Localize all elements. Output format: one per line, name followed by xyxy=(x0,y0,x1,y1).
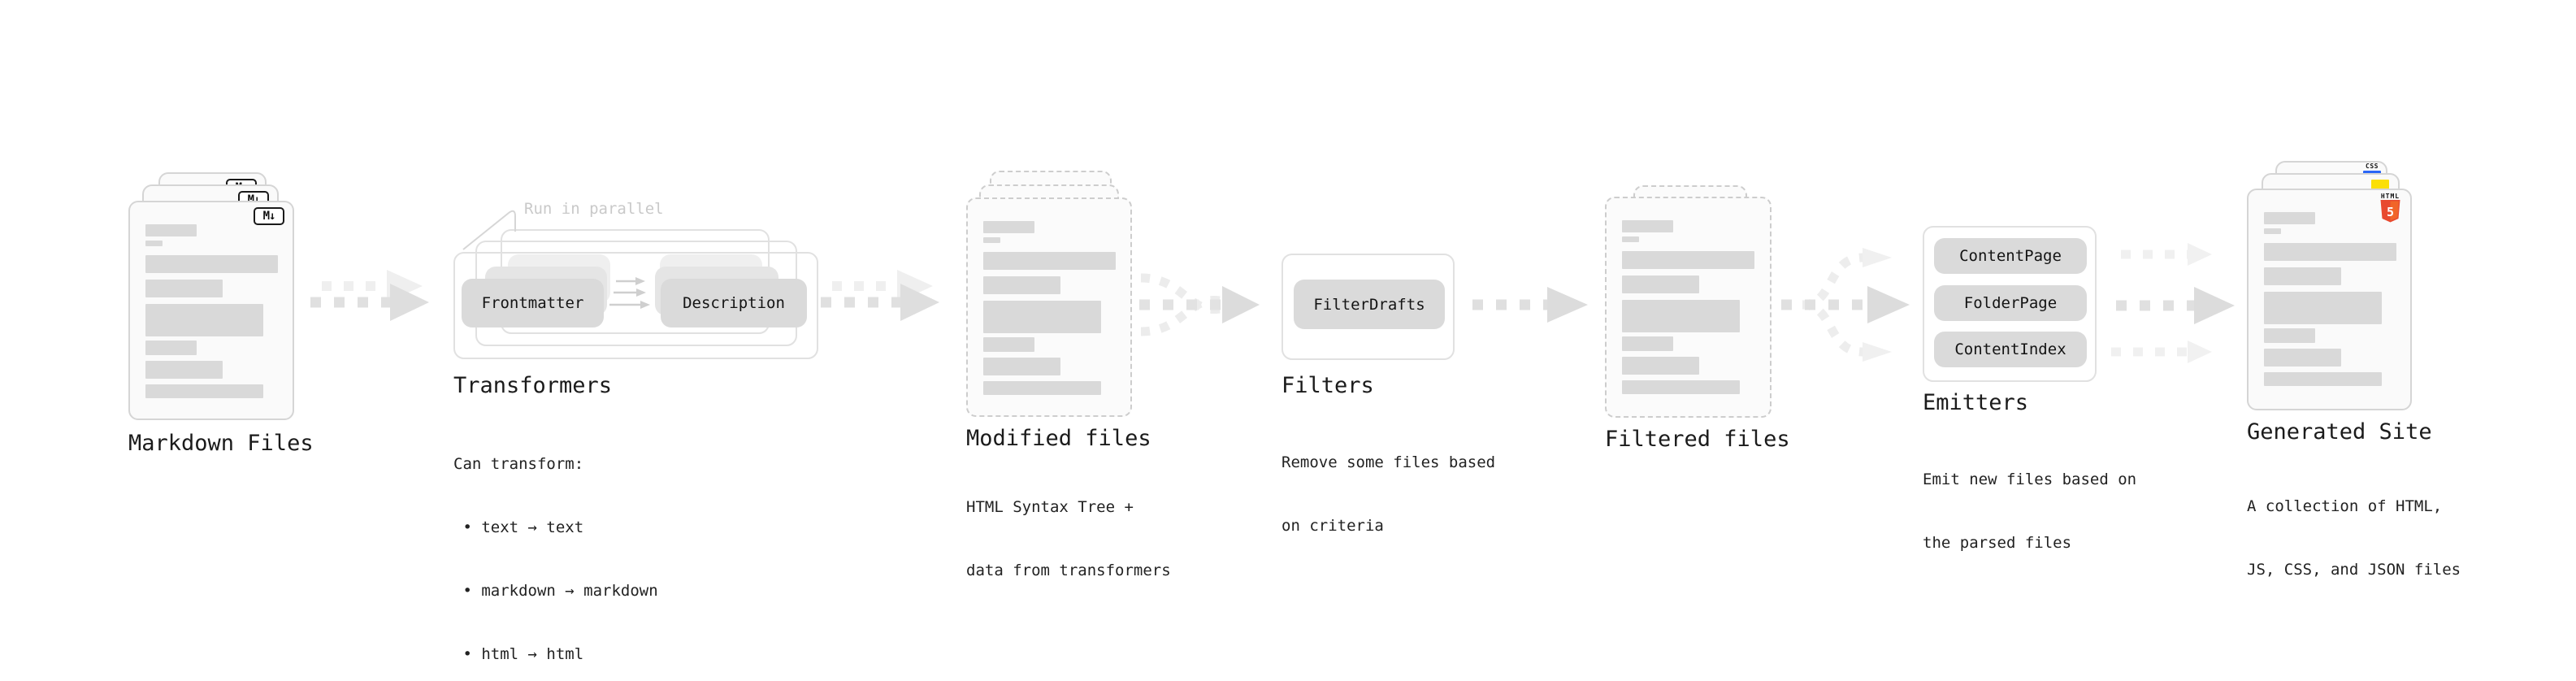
skeleton-line xyxy=(1622,300,1740,332)
skeleton-line xyxy=(1622,357,1699,375)
markdown-document-card: M↓ xyxy=(128,201,294,420)
description-line: A collection of HTML, xyxy=(2247,497,2443,515)
description-line: Can transform: xyxy=(453,455,584,473)
skeleton-line xyxy=(983,252,1116,270)
flow-arrow-merge-to-filters xyxy=(1139,273,1260,336)
skeleton-line xyxy=(2264,372,2382,386)
generated-site-description: A collection of HTML, JS, CSS, and JSON … xyxy=(2247,453,2461,622)
filtered-document-card xyxy=(1605,197,1772,418)
html5-icon: HTML 5 xyxy=(2379,193,2401,226)
flow-arrows-emitters-to-generated xyxy=(2111,243,2235,363)
skeleton-line xyxy=(2264,212,2315,224)
skeleton-line xyxy=(1622,380,1740,394)
skeleton-line xyxy=(1622,220,1673,232)
document-skeleton-lines xyxy=(1622,220,1754,394)
description-line: • markdown → markdown xyxy=(453,582,658,600)
js-icon xyxy=(2371,180,2389,190)
skeleton-line xyxy=(983,237,1000,243)
skeleton-line xyxy=(983,221,1034,233)
generated-site-label: Generated Site xyxy=(2247,419,2432,445)
emitter-folderpage-pill: FolderPage xyxy=(1934,285,2087,321)
emitters-box xyxy=(1923,226,2097,382)
css-icon: CSS xyxy=(2363,163,2381,174)
skeleton-line xyxy=(2264,267,2341,285)
markdown-icon: M↓ xyxy=(254,207,284,225)
emitters-label: Emitters xyxy=(1923,390,2029,415)
parallel-run-box xyxy=(453,252,818,359)
skeleton-line xyxy=(2264,349,2341,367)
description-line: data from transformers xyxy=(966,562,1171,579)
skeleton-line xyxy=(1622,251,1754,269)
css-icon-text: CSS xyxy=(2366,163,2379,170)
skeleton-line xyxy=(145,255,278,273)
html5-icon-word: HTML xyxy=(2380,193,2400,200)
skeleton-line xyxy=(983,358,1060,375)
transformers-label: Transformers xyxy=(453,373,613,398)
generated-document-card: HTML 5 xyxy=(2247,189,2412,410)
transformers-description: Can transform: • text → text • markdown … xyxy=(453,411,658,681)
html5-icon-number: 5 xyxy=(2387,205,2394,219)
skeleton-line xyxy=(145,280,223,297)
filtered-files-label: Filtered files xyxy=(1605,427,1790,452)
flow-arrow-markdown-to-transformers xyxy=(310,270,429,321)
description-line: HTML Syntax Tree + xyxy=(966,498,1134,516)
filters-description: Remove some files based on criteria xyxy=(1281,410,1495,579)
modified-document-card xyxy=(966,197,1132,417)
skeleton-line xyxy=(983,381,1101,395)
emitters-description: Emit new files based on the parsed files xyxy=(1923,427,2136,596)
run-in-parallel-label: Run in parallel xyxy=(524,200,664,218)
skeleton-line xyxy=(145,361,223,379)
transform-step-arrows xyxy=(609,277,650,309)
skeleton-line xyxy=(145,224,197,236)
skeleton-line xyxy=(2264,328,2315,343)
document-skeleton-lines xyxy=(145,224,278,398)
description-line: • text → text xyxy=(453,518,584,536)
modified-files-label: Modified files xyxy=(966,426,1151,451)
flow-arrow-filters-to-filtered xyxy=(1472,287,1588,323)
document-skeleton-lines xyxy=(2264,212,2396,386)
filters-label: Filters xyxy=(1281,373,1374,398)
description-line: on criteria xyxy=(1281,517,1384,535)
modified-files-description: HTML Syntax Tree + data from transformer… xyxy=(966,454,1171,623)
skeleton-line xyxy=(1622,275,1699,293)
skeleton-line xyxy=(1622,336,1673,351)
skeleton-line xyxy=(983,301,1101,333)
description-line: JS, CSS, and JSON files xyxy=(2247,561,2461,579)
filter-drafts-pill: FilterDrafts xyxy=(1294,280,1445,329)
markdown-files-label: Markdown Files xyxy=(128,431,314,456)
transformer-frontmatter-pill: Frontmatter xyxy=(462,279,604,327)
skeleton-line xyxy=(2264,292,2382,324)
css-icon-bar xyxy=(2363,171,2381,174)
callout-leader-line xyxy=(462,210,516,250)
skeleton-line xyxy=(2264,243,2396,261)
skeleton-line xyxy=(145,340,197,355)
skeleton-line xyxy=(145,304,263,336)
flow-arrow-transformers-to-modified xyxy=(821,270,939,321)
skeleton-line xyxy=(983,276,1060,294)
description-line: • html → html xyxy=(453,645,584,663)
flow-arrow-split-to-emitters xyxy=(1781,248,1910,362)
skeleton-line xyxy=(145,241,163,246)
transformer-description-pill: Description xyxy=(661,279,807,327)
skeleton-line xyxy=(2264,228,2281,234)
description-line: the parsed files xyxy=(1923,534,2072,552)
filters-box xyxy=(1281,254,1455,360)
document-skeleton-lines xyxy=(983,221,1116,395)
emitter-contentindex-pill: ContentIndex xyxy=(1934,332,2087,367)
description-line: Emit new files based on xyxy=(1923,471,2137,488)
skeleton-line xyxy=(1622,236,1639,242)
skeleton-line xyxy=(983,337,1034,352)
emitter-contentpage-pill: ContentPage xyxy=(1934,238,2087,274)
skeleton-line xyxy=(145,384,263,398)
html5-icon-shield: 5 xyxy=(2380,200,2400,223)
description-line: Remove some files based xyxy=(1281,453,1496,471)
